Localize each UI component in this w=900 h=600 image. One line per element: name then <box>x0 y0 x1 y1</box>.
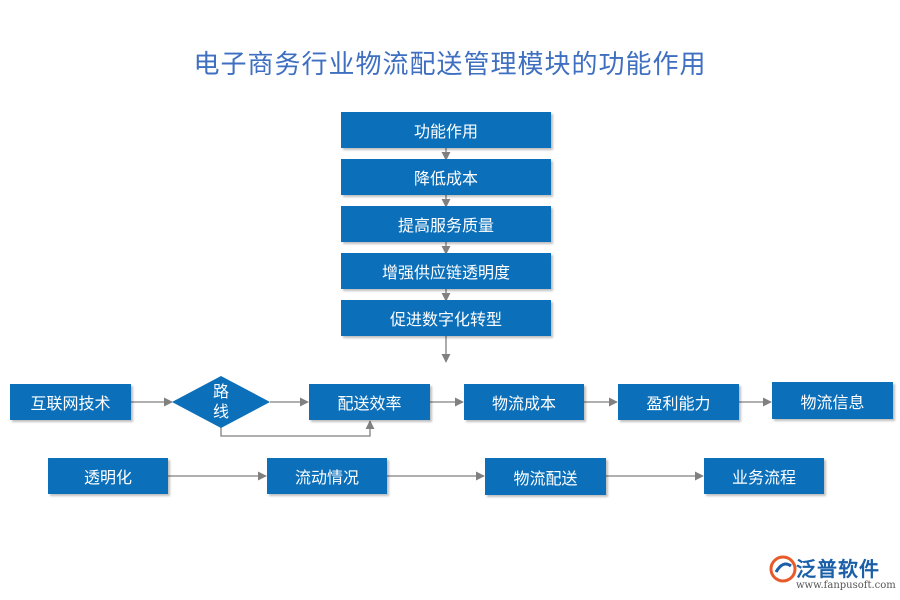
route-diamond <box>172 376 270 428</box>
node-flow-status: 流动情况 <box>267 458 387 494</box>
fanpu-logo-icon <box>769 555 797 583</box>
logo-url: www.fanpusoft.com <box>796 580 896 591</box>
node-logistics-info: 物流信息 <box>772 382 893 419</box>
node-internet-tech: 互联网技术 <box>10 384 131 420</box>
node-logistics-cost: 物流成本 <box>464 384 584 420</box>
node-reduce-cost: 降低成本 <box>341 159 551 195</box>
node-transparency: 透明化 <box>48 458 168 494</box>
node-supply-transparency: 增强供应链透明度 <box>341 253 551 289</box>
diagram-title: 电子商务行业物流配送管理模块的功能作用 <box>193 50 707 80</box>
node-profitability: 盈利能力 <box>618 384 739 420</box>
arrow-loop <box>220 420 375 437</box>
node-delivery-efficiency: 配送效率 <box>309 384 430 420</box>
node-business-process: 业务流程 <box>704 458 824 494</box>
node-digital-transform: 促进数字化转型 <box>341 300 551 336</box>
node-service-quality: 提高服务质量 <box>341 206 551 242</box>
route-char-1: 路 <box>212 382 229 401</box>
logo-name: 泛普软件 <box>796 557 880 581</box>
node-route: 路 线 <box>172 376 270 428</box>
node-logistics-delivery: 物流配送 <box>485 458 606 495</box>
route-char-2: 线 <box>212 402 229 421</box>
node-function: 功能作用 <box>341 112 551 148</box>
